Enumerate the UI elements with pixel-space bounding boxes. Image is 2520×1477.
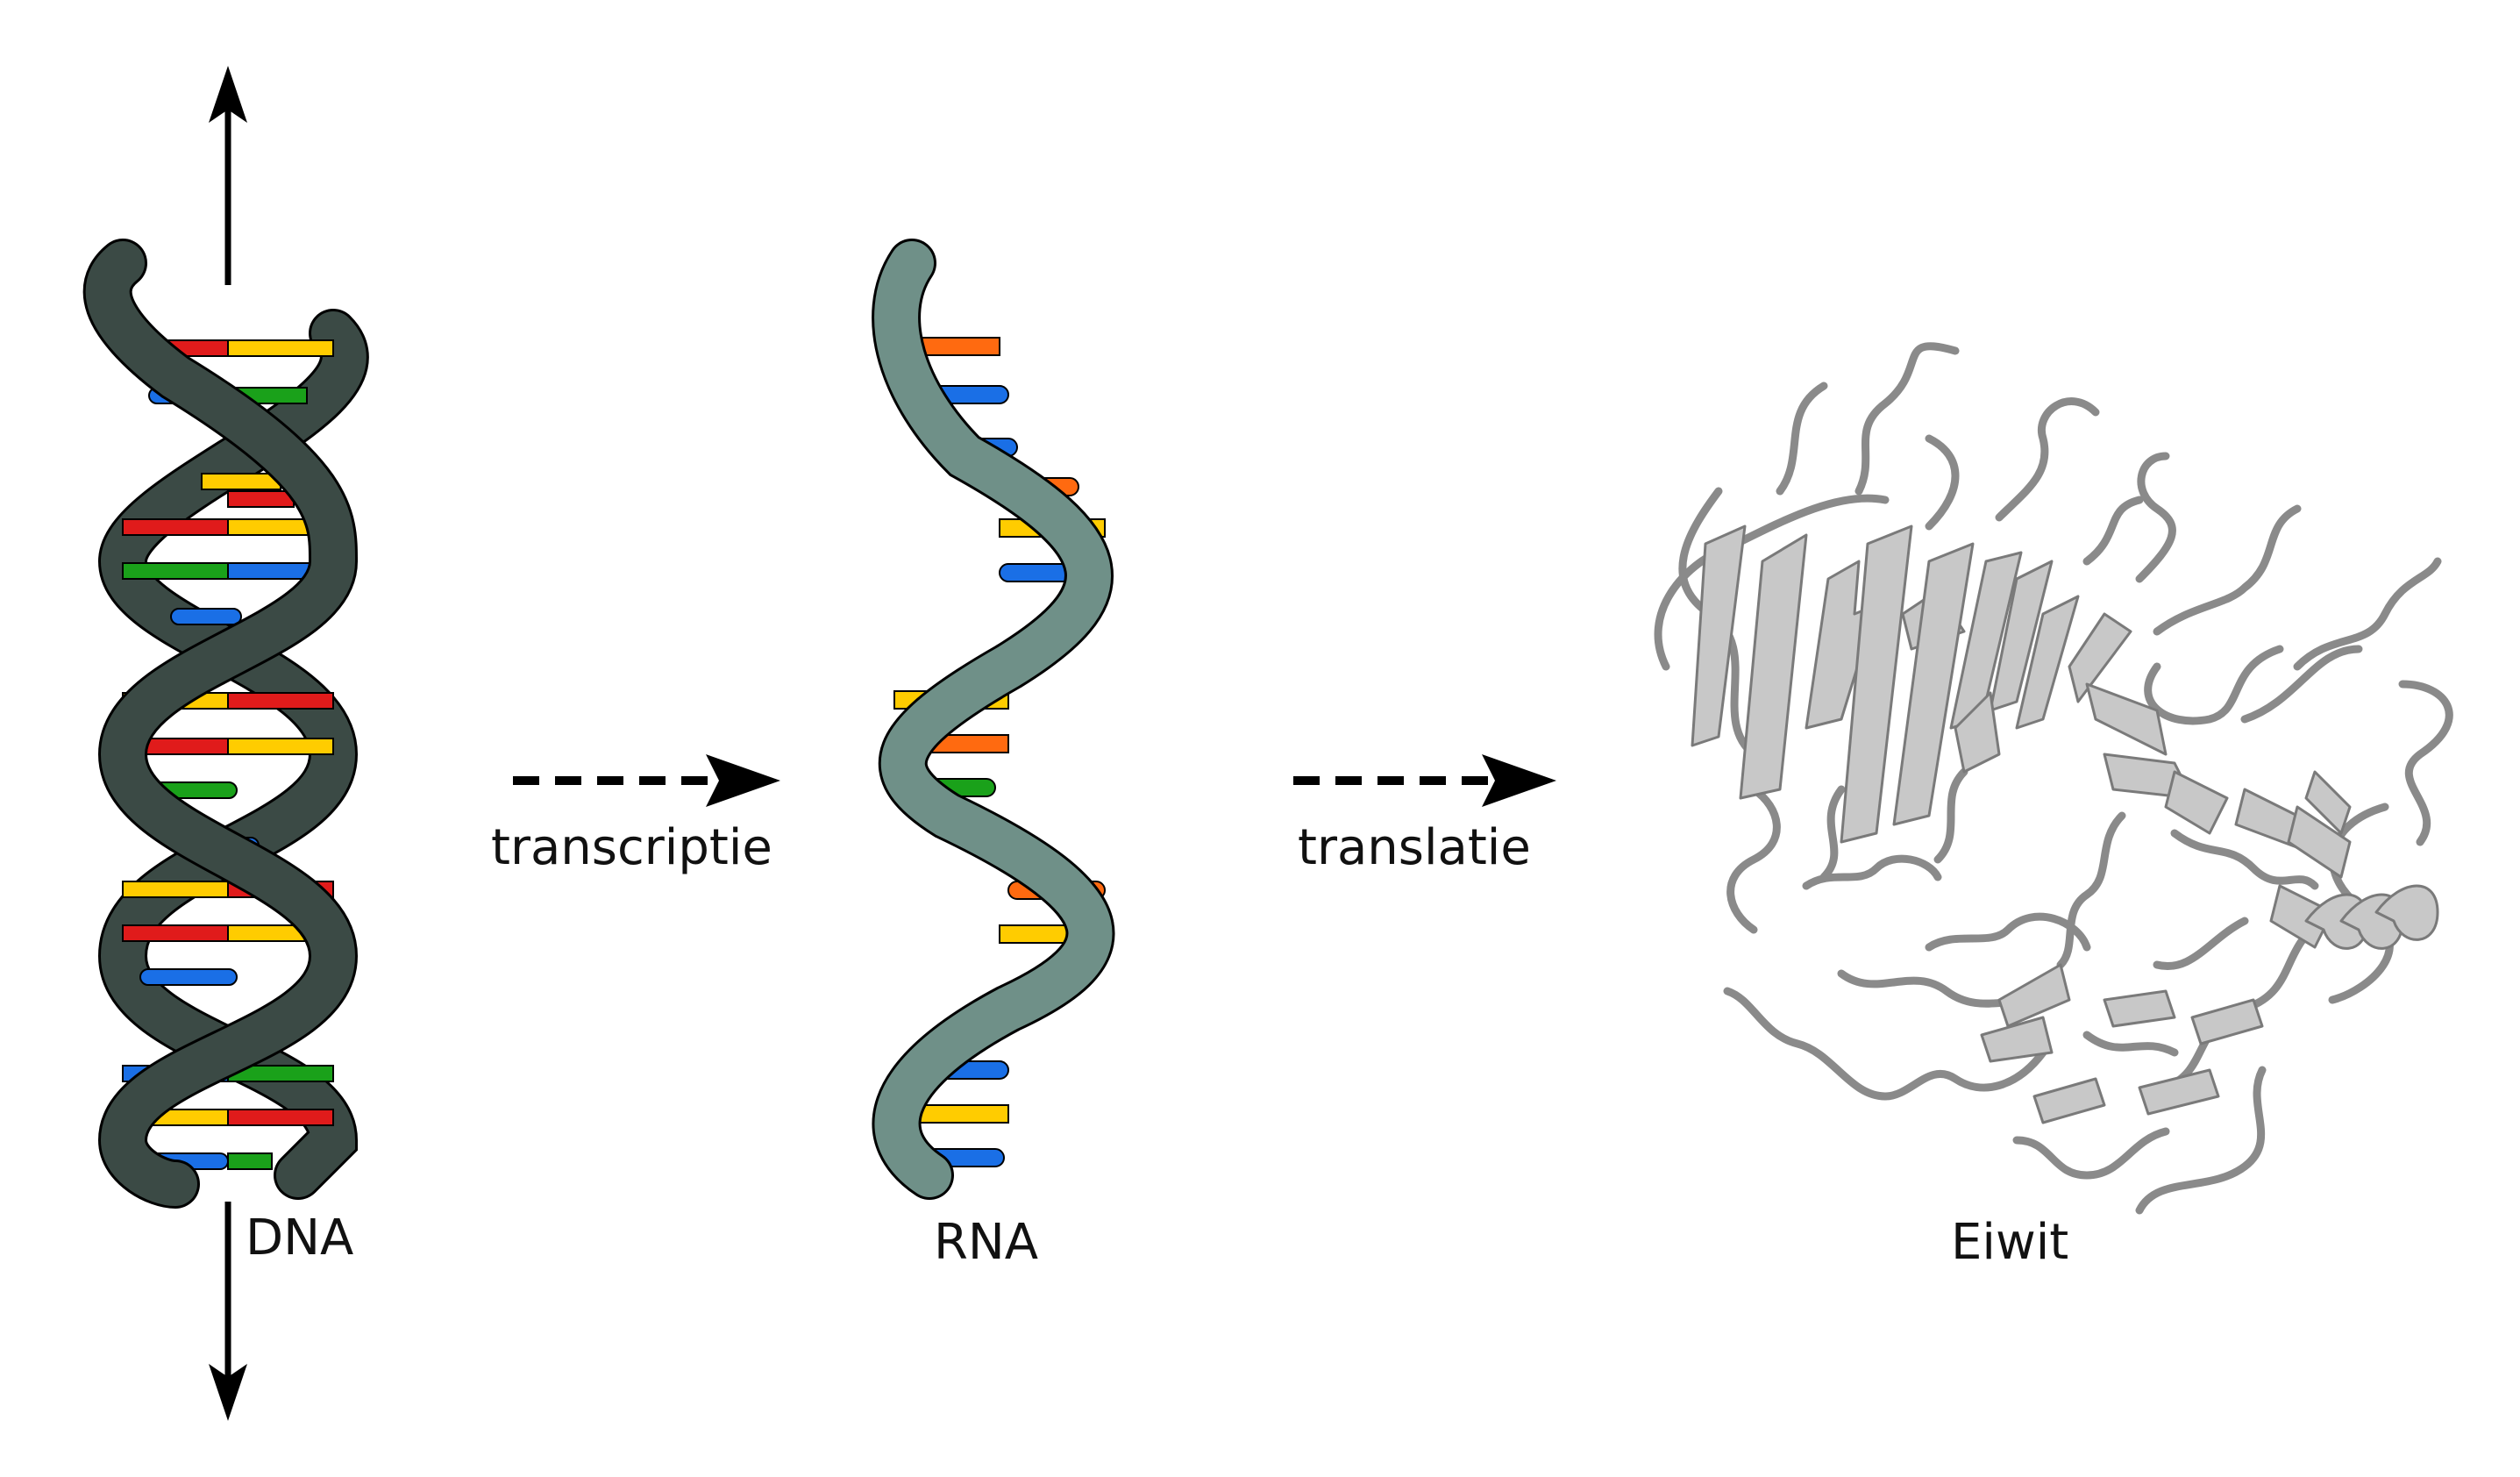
transcription-label: transcriptie	[491, 819, 772, 876]
transcription-arrow	[513, 754, 780, 807]
rna-label: RNA	[934, 1214, 1038, 1271]
translation-arrow	[1293, 754, 1556, 807]
replication-arrow-up	[209, 66, 247, 285]
protein-ribbon-icon	[1654, 342, 2453, 1215]
dna-double-helix	[82, 66, 369, 1421]
protein-label: Eiwit	[1951, 1214, 2068, 1271]
replication-arrow-down	[209, 1202, 247, 1421]
dna-label: DNA	[246, 1209, 353, 1267]
translation-label: translatie	[1298, 819, 1531, 876]
rna-single-helix	[872, 239, 1115, 1200]
